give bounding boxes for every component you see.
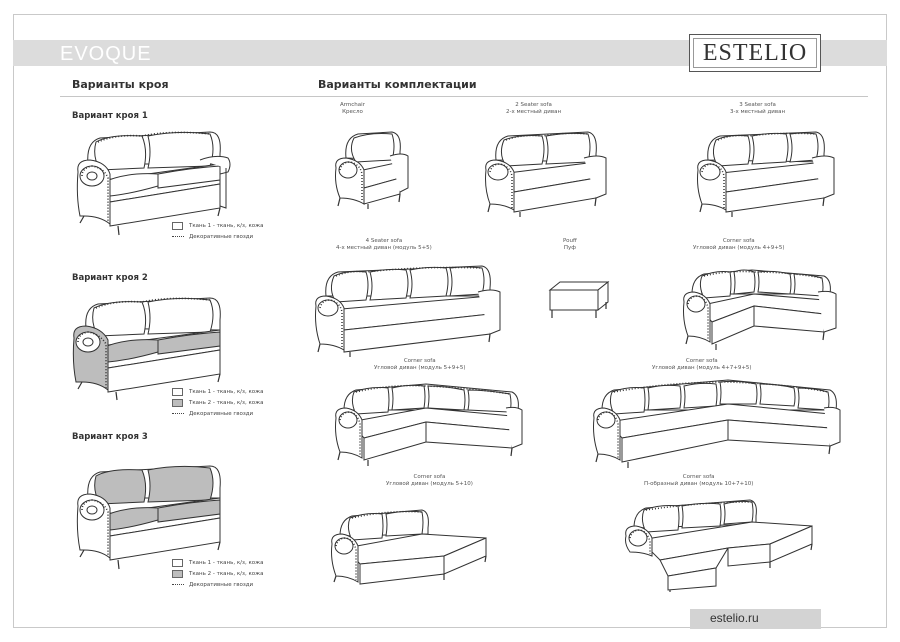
logo-text: ESTELIO — [702, 39, 808, 66]
variant-2-sofa-drawing[interactable] — [64, 288, 242, 403]
corner5-drawing[interactable] — [620, 494, 816, 592]
corner4-drawing[interactable] — [326, 502, 490, 586]
nails-line-icon — [172, 413, 184, 414]
fabric-1-swatch — [172, 221, 183, 230]
fabric-1-swatch — [172, 558, 183, 567]
variant-1-title: Вариант кроя 1 — [72, 111, 148, 121]
logo-inner-border — [693, 38, 817, 68]
footer-band — [690, 609, 821, 629]
legend-row-nails: Декоративные гвозди — [172, 408, 263, 419]
estelio-logo[interactable]: ESTELIO — [689, 34, 821, 72]
section-divider — [60, 96, 868, 97]
sofa2-drawing[interactable] — [480, 128, 610, 218]
variant-2-title: Вариант кроя 2 — [72, 273, 148, 283]
legend-row-fabric-1: Ткань 1 - ткань, к/з, кожа — [172, 557, 263, 568]
legend-row-fabric-1: Ткань 1 - ткань, к/з, кожа — [172, 386, 263, 397]
legend-row-fabric-2: Ткань 2 - ткань, к/з, кожа — [172, 397, 263, 408]
variant-1-sofa-drawing[interactable] — [70, 124, 240, 239]
fabric-1-swatch — [172, 387, 183, 396]
variant-3-title: Вариант кроя 3 — [72, 432, 148, 442]
fabric-2-swatch — [172, 398, 183, 407]
variant-3-legend: Ткань 1 - ткань, к/з, кожа Ткань 2 - тка… — [172, 557, 263, 590]
collection-title: EVOQUE — [60, 43, 152, 65]
variant-1-legend: Ткань 1 - ткань, к/з, кожа Декоративные … — [172, 220, 263, 242]
footer-url-link[interactable]: estelio.ru — [710, 611, 759, 625]
variant-3-sofa-drawing[interactable] — [70, 458, 240, 573]
corner1-drawing[interactable] — [678, 262, 838, 352]
variant-2-legend: Ткань 1 - ткань, к/з, кожа Ткань 2 - тка… — [172, 386, 263, 419]
legend-row-nails: Декоративные гвозди — [172, 231, 263, 242]
legend-row-fabric-2: Ткань 2 - ткань, к/з, кожа — [172, 568, 263, 579]
nails-line-icon — [172, 236, 184, 237]
nails-line-icon — [172, 584, 184, 585]
corner3-drawing[interactable] — [588, 374, 842, 470]
fabric-2-swatch — [172, 569, 183, 578]
pouf-drawing[interactable] — [546, 278, 612, 324]
corner2-drawing[interactable] — [330, 378, 524, 468]
section-title-configurations: Варианты комплектации — [318, 78, 477, 91]
page-frame — [13, 14, 887, 628]
sofa3-drawing[interactable] — [692, 128, 836, 218]
section-title-cut-variants: Варианты кроя — [72, 78, 169, 91]
armchair-drawing[interactable] — [330, 128, 412, 210]
sofa4-drawing[interactable] — [310, 262, 502, 358]
legend-row-fabric-1: Ткань 1 - ткань, к/з, кожа — [172, 220, 263, 231]
legend-row-nails: Декоративные гвозди — [172, 579, 263, 590]
